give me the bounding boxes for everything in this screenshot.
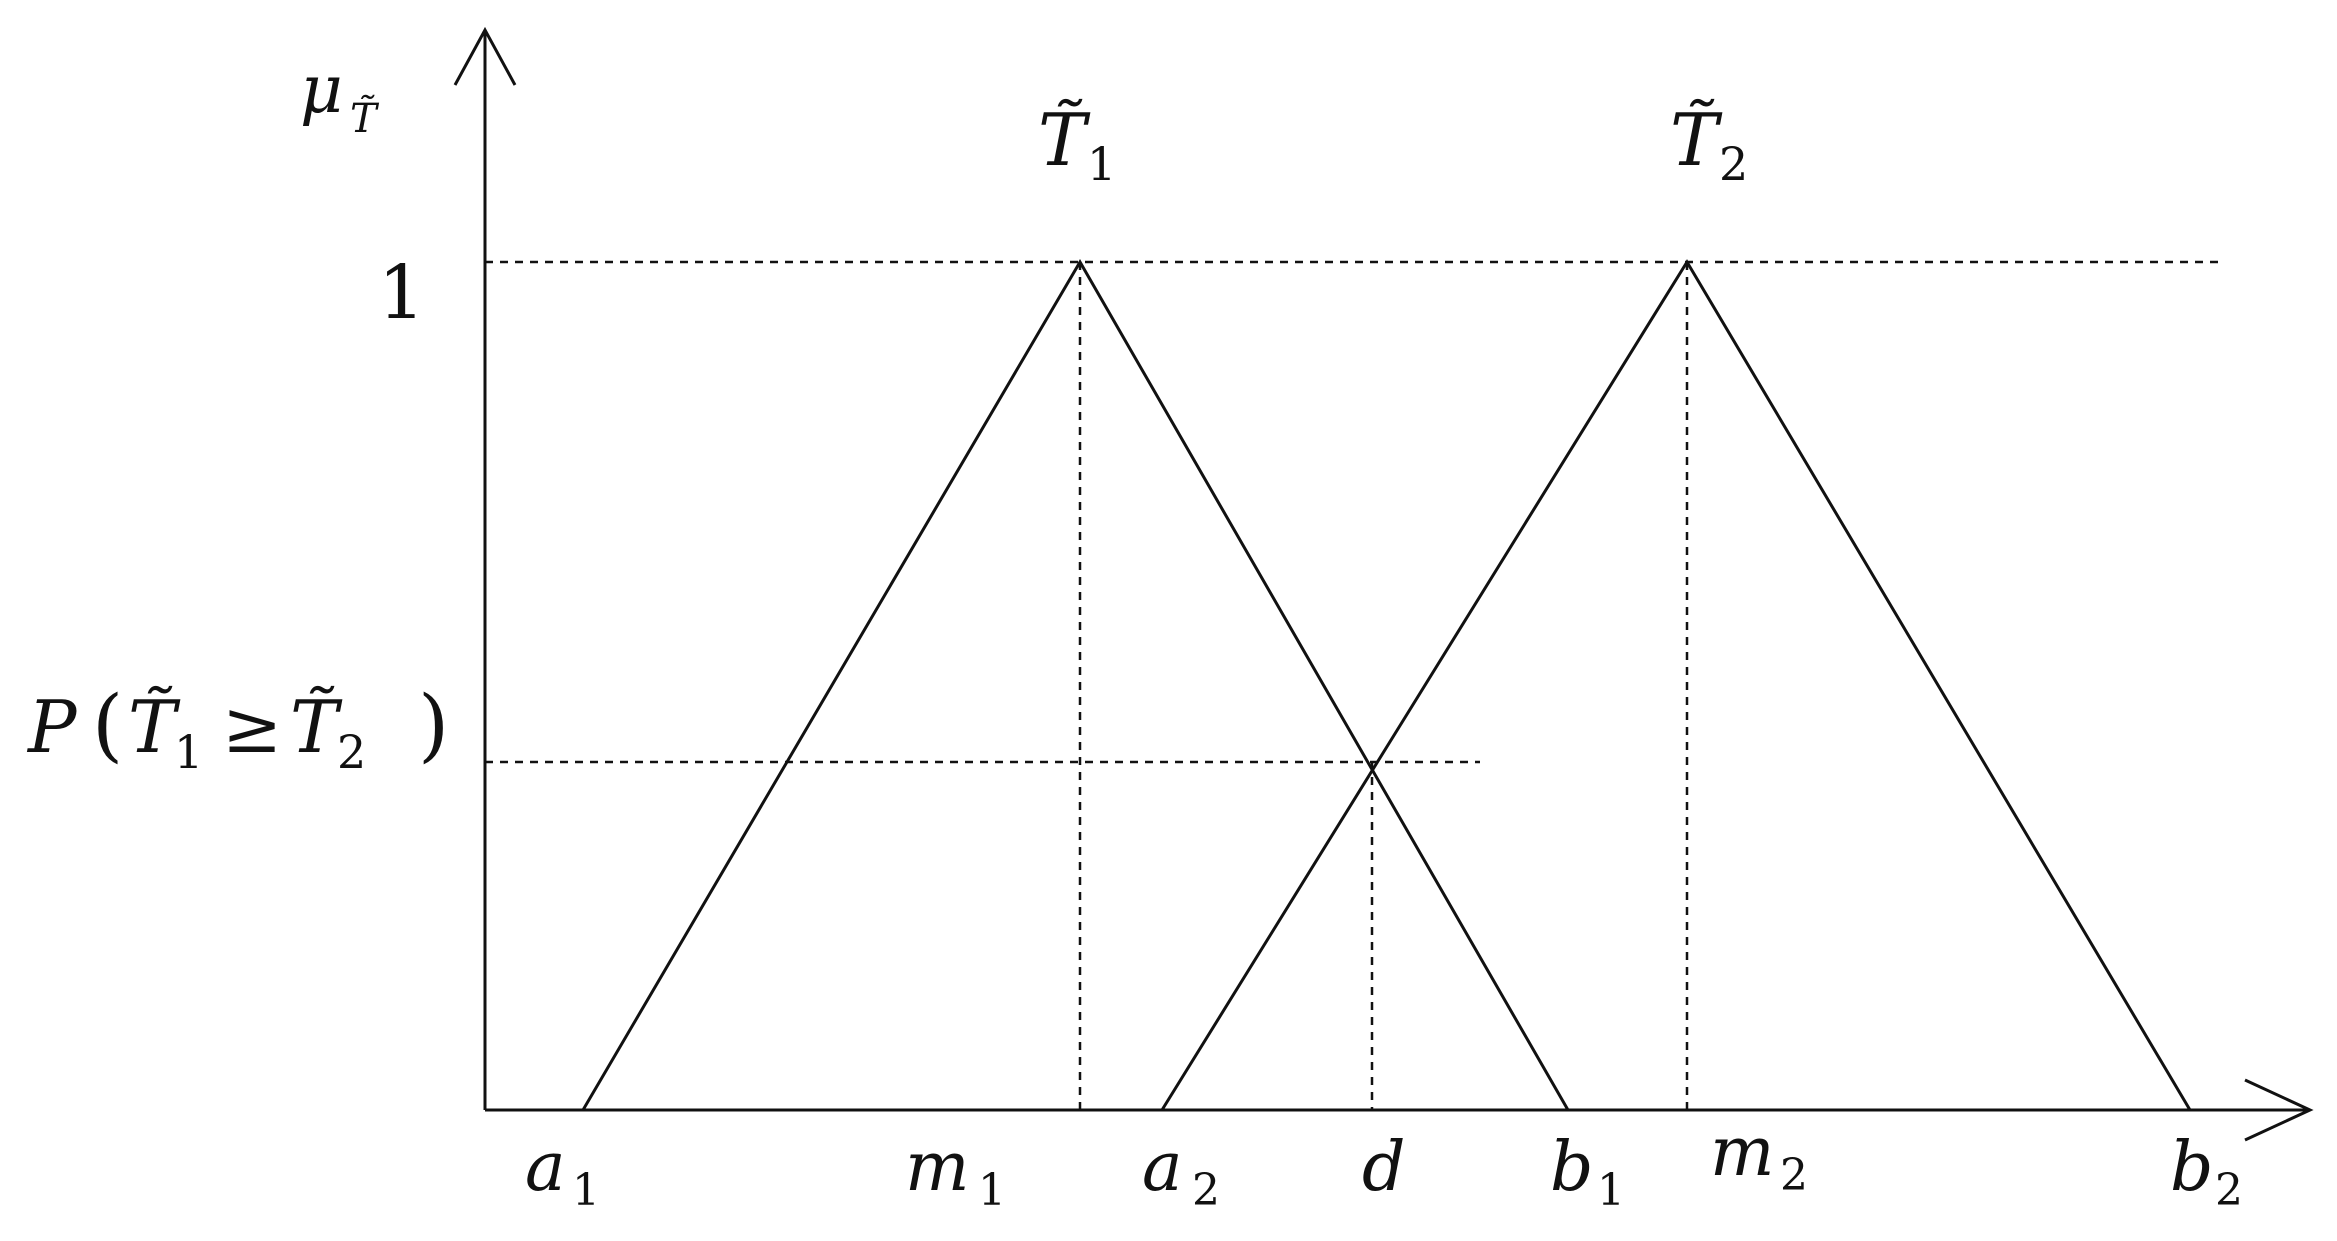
x-tick-m2: m bbox=[1710, 1113, 1774, 1192]
x-tick-a2-subscript: 2 bbox=[1192, 1165, 1220, 1216]
y-tick-one: 1 bbox=[378, 250, 425, 336]
x-tick-a1-subscript: 1 bbox=[572, 1165, 600, 1216]
p-open-paren: ( bbox=[92, 678, 123, 771]
t2-label-subscript: 2 bbox=[1719, 137, 1748, 191]
x-tick-m1-subscript: 1 bbox=[978, 1165, 1006, 1216]
x-tick-b2: b bbox=[2170, 1128, 2214, 1207]
p-t1-subscript: 1 bbox=[174, 725, 203, 779]
t2-label: T̃ bbox=[1670, 98, 1723, 182]
x-tick-b2-subscript: 2 bbox=[2215, 1165, 2243, 1216]
x-tick-b1-subscript: 1 bbox=[1597, 1165, 1625, 1216]
x-tick-d: d bbox=[1362, 1128, 1406, 1207]
x-tick-m2-subscript: 2 bbox=[1780, 1150, 1808, 1201]
t1-label-subscript: 1 bbox=[1087, 137, 1116, 191]
x-tick-b1: b bbox=[1550, 1128, 1594, 1207]
x-tick-m1: m bbox=[905, 1128, 969, 1207]
x-tick-a1: a bbox=[525, 1128, 566, 1207]
p-close-paren: ) bbox=[418, 678, 449, 771]
p-geq: ≥ bbox=[222, 685, 282, 769]
y-axis-arrowhead bbox=[453, 26, 517, 86]
t1-triangle bbox=[581, 259, 1570, 1111]
t1-label: T̃ bbox=[1038, 98, 1091, 182]
x-axis-arrowhead bbox=[2244, 1078, 2314, 1142]
t2-triangle bbox=[1160, 259, 2192, 1111]
p-t1: T̃ bbox=[128, 685, 181, 769]
x-tick-a2: a bbox=[1142, 1128, 1183, 1207]
y-axis-label: μ bbox=[300, 51, 343, 128]
p-t2-subscript: 2 bbox=[337, 725, 366, 779]
p-prefix: P bbox=[26, 685, 78, 769]
p-t2: T̃ bbox=[290, 685, 343, 769]
y-axis-label-subscript: T̃ bbox=[350, 95, 380, 142]
